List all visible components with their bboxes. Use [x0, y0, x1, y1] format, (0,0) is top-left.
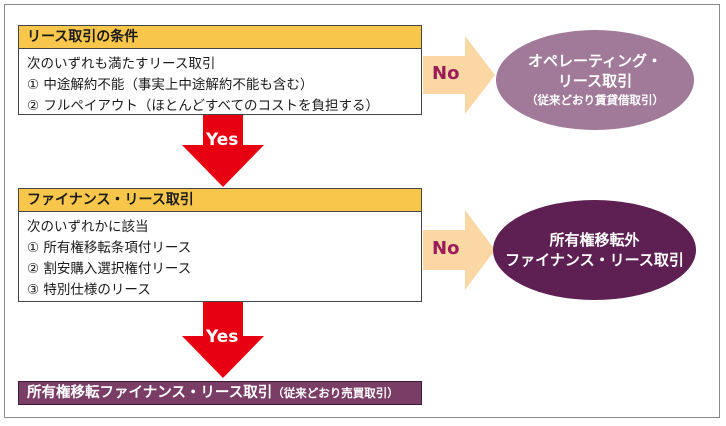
no-arrow-2: [423, 210, 495, 290]
finance-lease-box: ファイナンス・リース取引 次のいずれかに該当 ① 所有権移転条項付リース ② 割…: [18, 188, 422, 302]
operating-lease-note: （従来どおり賃貸借取引）: [526, 93, 664, 107]
no-label-1: No: [432, 63, 460, 84]
finance-item-1: ① 所有権移転条項付リース: [27, 240, 192, 256]
lease-conditions-box: リース取引の条件 次のいずれも満たすリース取引 ① 中途解約不能（事実上中途解約…: [18, 25, 422, 115]
transfer-finance-lease-box: 所有権移転ファイナンス・リース取引（従来どおり売買取引）: [18, 381, 422, 405]
operating-lease-line1: オペレーティング・: [527, 52, 663, 70]
non-transfer-finance-lease-ellipse: 所有権移転外 ファイナンス・リース取引: [493, 200, 696, 300]
transfer-finance-lease-label: 所有権移転ファイナンス・リース取引: [27, 385, 273, 401]
no-label-2: No: [432, 238, 460, 259]
finance-item-3: ③ 特別仕様のリース: [27, 282, 151, 298]
finance-lease-header: ファイナンス・リース取引: [19, 189, 421, 212]
no-arrow-1: [423, 36, 495, 114]
condition-1: ① 中途解約不能（事実上中途解約不能も含む）: [27, 77, 314, 93]
yes-label-2: Yes: [206, 327, 239, 347]
lease-conditions-header: リース取引の条件: [19, 26, 421, 49]
transfer-finance-lease-note: （従来どおり売買取引）: [272, 386, 399, 400]
operating-lease-ellipse: オペレーティング・ リース取引 （従来どおり賃貸借取引）: [496, 30, 694, 130]
yes-arrow-2: [182, 302, 264, 378]
finance-item-2: ② 割安購入選択権付リース: [27, 261, 192, 277]
yes-arrow-1: [182, 115, 264, 187]
yes-label-1: Yes: [206, 130, 239, 150]
condition-2: ② フルペイアウト（ほとんどすべてのコストを負担する）: [27, 98, 380, 114]
non-transfer-line1: 所有権移転外: [549, 231, 640, 249]
operating-lease-line2: リース取引: [557, 72, 633, 90]
diagram-frame: [4, 4, 720, 418]
condition-intro: 次のいずれも満たすリース取引: [27, 56, 216, 72]
finance-intro: 次のいずれかに該当: [27, 219, 149, 235]
non-transfer-line2: ファイナンス・リース取引: [505, 251, 684, 269]
